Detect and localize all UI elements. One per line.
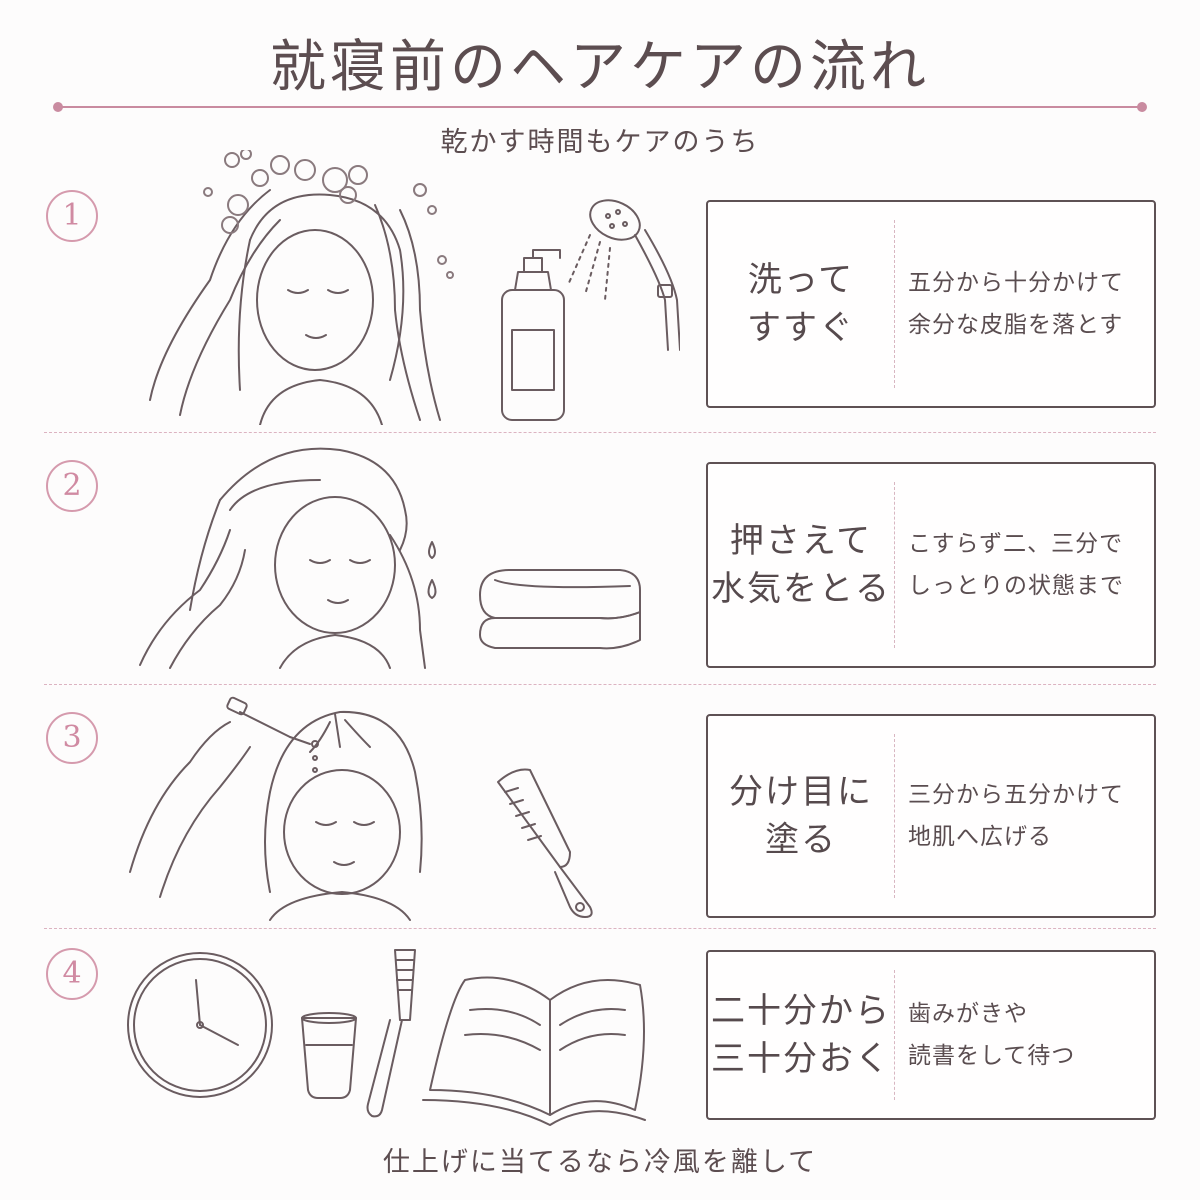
page-subtitle: 乾かす時間もケアのうち bbox=[440, 127, 760, 158]
toothbrush-icon bbox=[366, 949, 416, 1118]
step-4-card: 二十分から 三十分おく 歯みがきや 読書をして待つ bbox=[706, 950, 1156, 1120]
dropper-icon bbox=[226, 696, 311, 745]
glass-icon bbox=[301, 1012, 357, 1099]
step-3-illustration bbox=[129, 696, 593, 921]
step-1-detail: 五分から十分かけて 余分な皮脂を落とす bbox=[908, 270, 1124, 338]
step-3-detail: 三分から五分かけて 地肌へ広げる bbox=[908, 782, 1124, 850]
shampoo-bottle-icon bbox=[501, 249, 565, 421]
foam-bubbles bbox=[203, 150, 454, 279]
step-2-number-badge: 2 bbox=[46, 460, 98, 512]
step-1-action: 洗って すすぐ bbox=[747, 260, 855, 348]
step-divider bbox=[44, 928, 1156, 929]
card-separator bbox=[894, 970, 895, 1100]
card-separator bbox=[894, 482, 895, 648]
title-rule bbox=[53, 102, 1147, 112]
step-1-illustration bbox=[149, 150, 680, 425]
step-4-illustration bbox=[127, 949, 646, 1126]
footer-note: 仕上げに当てるなら冷風を離して bbox=[382, 1147, 818, 1178]
step-2-action: 押さえて 水気をとる bbox=[711, 521, 891, 609]
woman-towel-drying-icon bbox=[139, 447, 426, 669]
step-2-detail: こすらず二、三分で しっとりの状態まで bbox=[908, 531, 1124, 599]
shower-head-icon bbox=[567, 199, 680, 351]
step-4-action: 二十分から 三十分おく bbox=[711, 991, 891, 1079]
step-3-card: 分け目に 塗る 三分から五分かけて 地肌へ広げる bbox=[706, 714, 1156, 918]
open-book-icon bbox=[422, 976, 646, 1126]
comb-icon bbox=[497, 768, 593, 918]
step-2-illustration bbox=[139, 447, 641, 669]
page-title: 就寝前のヘアケアの流れ bbox=[270, 35, 930, 100]
clock-icon bbox=[127, 952, 273, 1098]
step-divider bbox=[44, 684, 1156, 685]
step-3-action: 分け目に 塗る bbox=[729, 772, 873, 860]
step-divider bbox=[44, 432, 1156, 433]
step-1-card: 洗って すすぐ 五分から十分かけて 余分な皮脂を落とす bbox=[706, 200, 1156, 408]
woman-applying-serum-icon bbox=[129, 710, 423, 921]
step-1-number-badge: 1 bbox=[46, 190, 98, 242]
folded-towels-icon bbox=[479, 569, 641, 650]
step-4-number-badge: 4 bbox=[46, 948, 98, 1000]
woman-shampooing-icon bbox=[149, 189, 441, 425]
card-separator bbox=[894, 220, 895, 388]
step-4-detail: 歯みがきや 読書をして待つ bbox=[908, 1001, 1076, 1069]
step-2-card: 押さえて 水気をとる こすらず二、三分で しっとりの状態まで bbox=[706, 462, 1156, 668]
step-3-number-badge: 3 bbox=[46, 712, 98, 764]
card-separator bbox=[894, 734, 895, 898]
water-drops-icon bbox=[427, 541, 437, 599]
